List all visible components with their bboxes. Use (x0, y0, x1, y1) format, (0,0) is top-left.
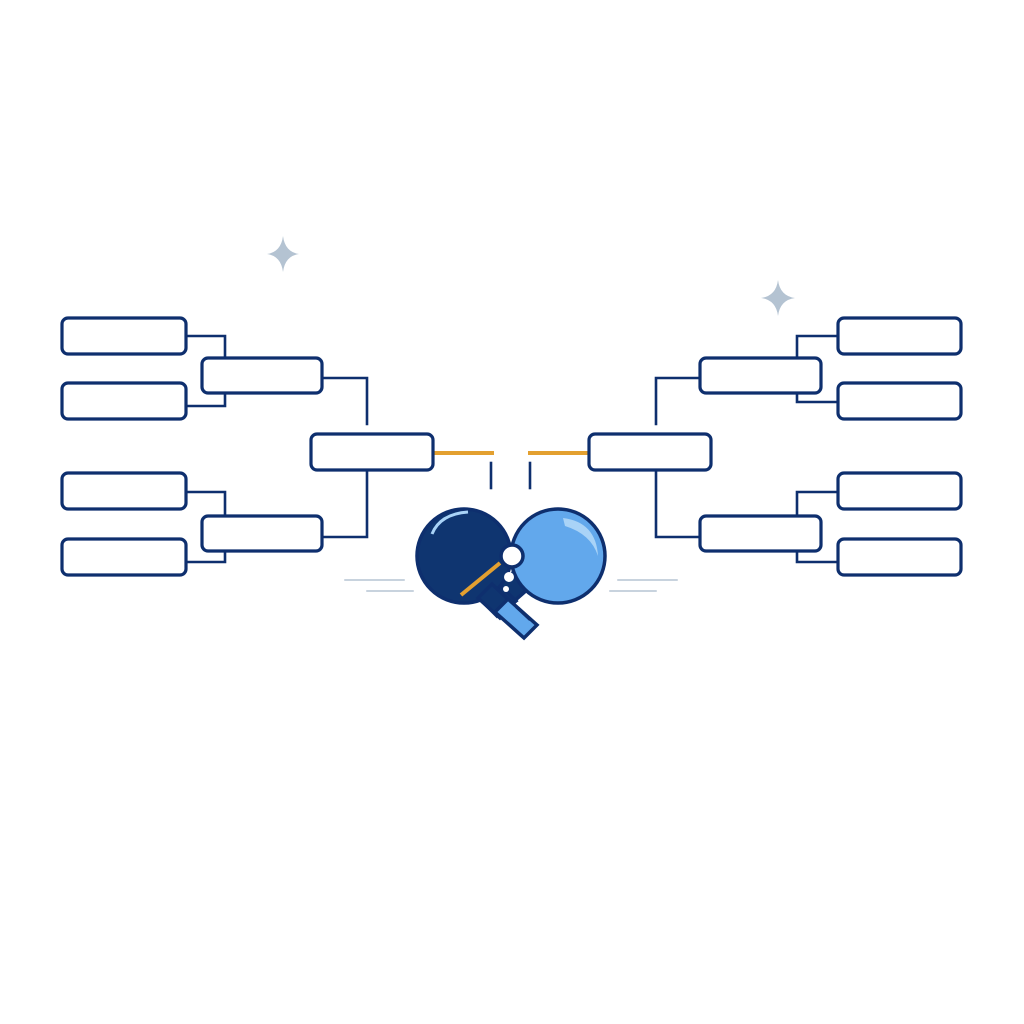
bracket-slot-right-r2-2[interactable] (698, 514, 823, 553)
motion-lines-right (609, 579, 678, 592)
bracket-slot-right-r1-1[interactable] (836, 316, 963, 356)
bracket-slot-right-r1-4[interactable] (836, 537, 963, 577)
bracket-slot-left-r2-1[interactable] (200, 356, 324, 395)
light-paddle (509, 507, 607, 605)
bracket-slot-right-r2-1[interactable] (698, 356, 823, 395)
sparkle-icon (761, 280, 795, 316)
left-bracket (60, 316, 435, 577)
connector-right-r2-lower (654, 468, 702, 539)
connector-left-r2-lower (320, 468, 369, 539)
bracket-slot-right-r1-3[interactable] (836, 471, 963, 511)
left-bracket-connectors (184, 334, 494, 564)
bracket-slot-left-r1-2[interactable] (60, 381, 188, 421)
bracket-slot-left-r1-1[interactable] (60, 316, 188, 356)
bracket-slot-left-r1-4[interactable] (60, 537, 188, 577)
crossed-ping-pong-paddles-icon (415, 507, 607, 641)
motion-lines-left (344, 579, 414, 592)
bracket-slot-left-semifinal[interactable] (309, 432, 435, 472)
bracket-slot-left-r2-2[interactable] (200, 514, 324, 553)
navy-paddle (415, 507, 513, 605)
bracket-slot-left-r1-3[interactable] (60, 471, 188, 511)
right-bracket (587, 316, 963, 577)
navy-paddle-handle (475, 581, 540, 641)
sparkle-icon (267, 236, 299, 272)
bracket-slot-right-r1-2[interactable] (836, 381, 963, 421)
connector-right-r2 (654, 376, 702, 426)
connector-left-r2 (320, 376, 369, 426)
bracket-slot-right-semifinal[interactable] (587, 432, 713, 472)
ping-pong-ball-icon (499, 543, 525, 592)
